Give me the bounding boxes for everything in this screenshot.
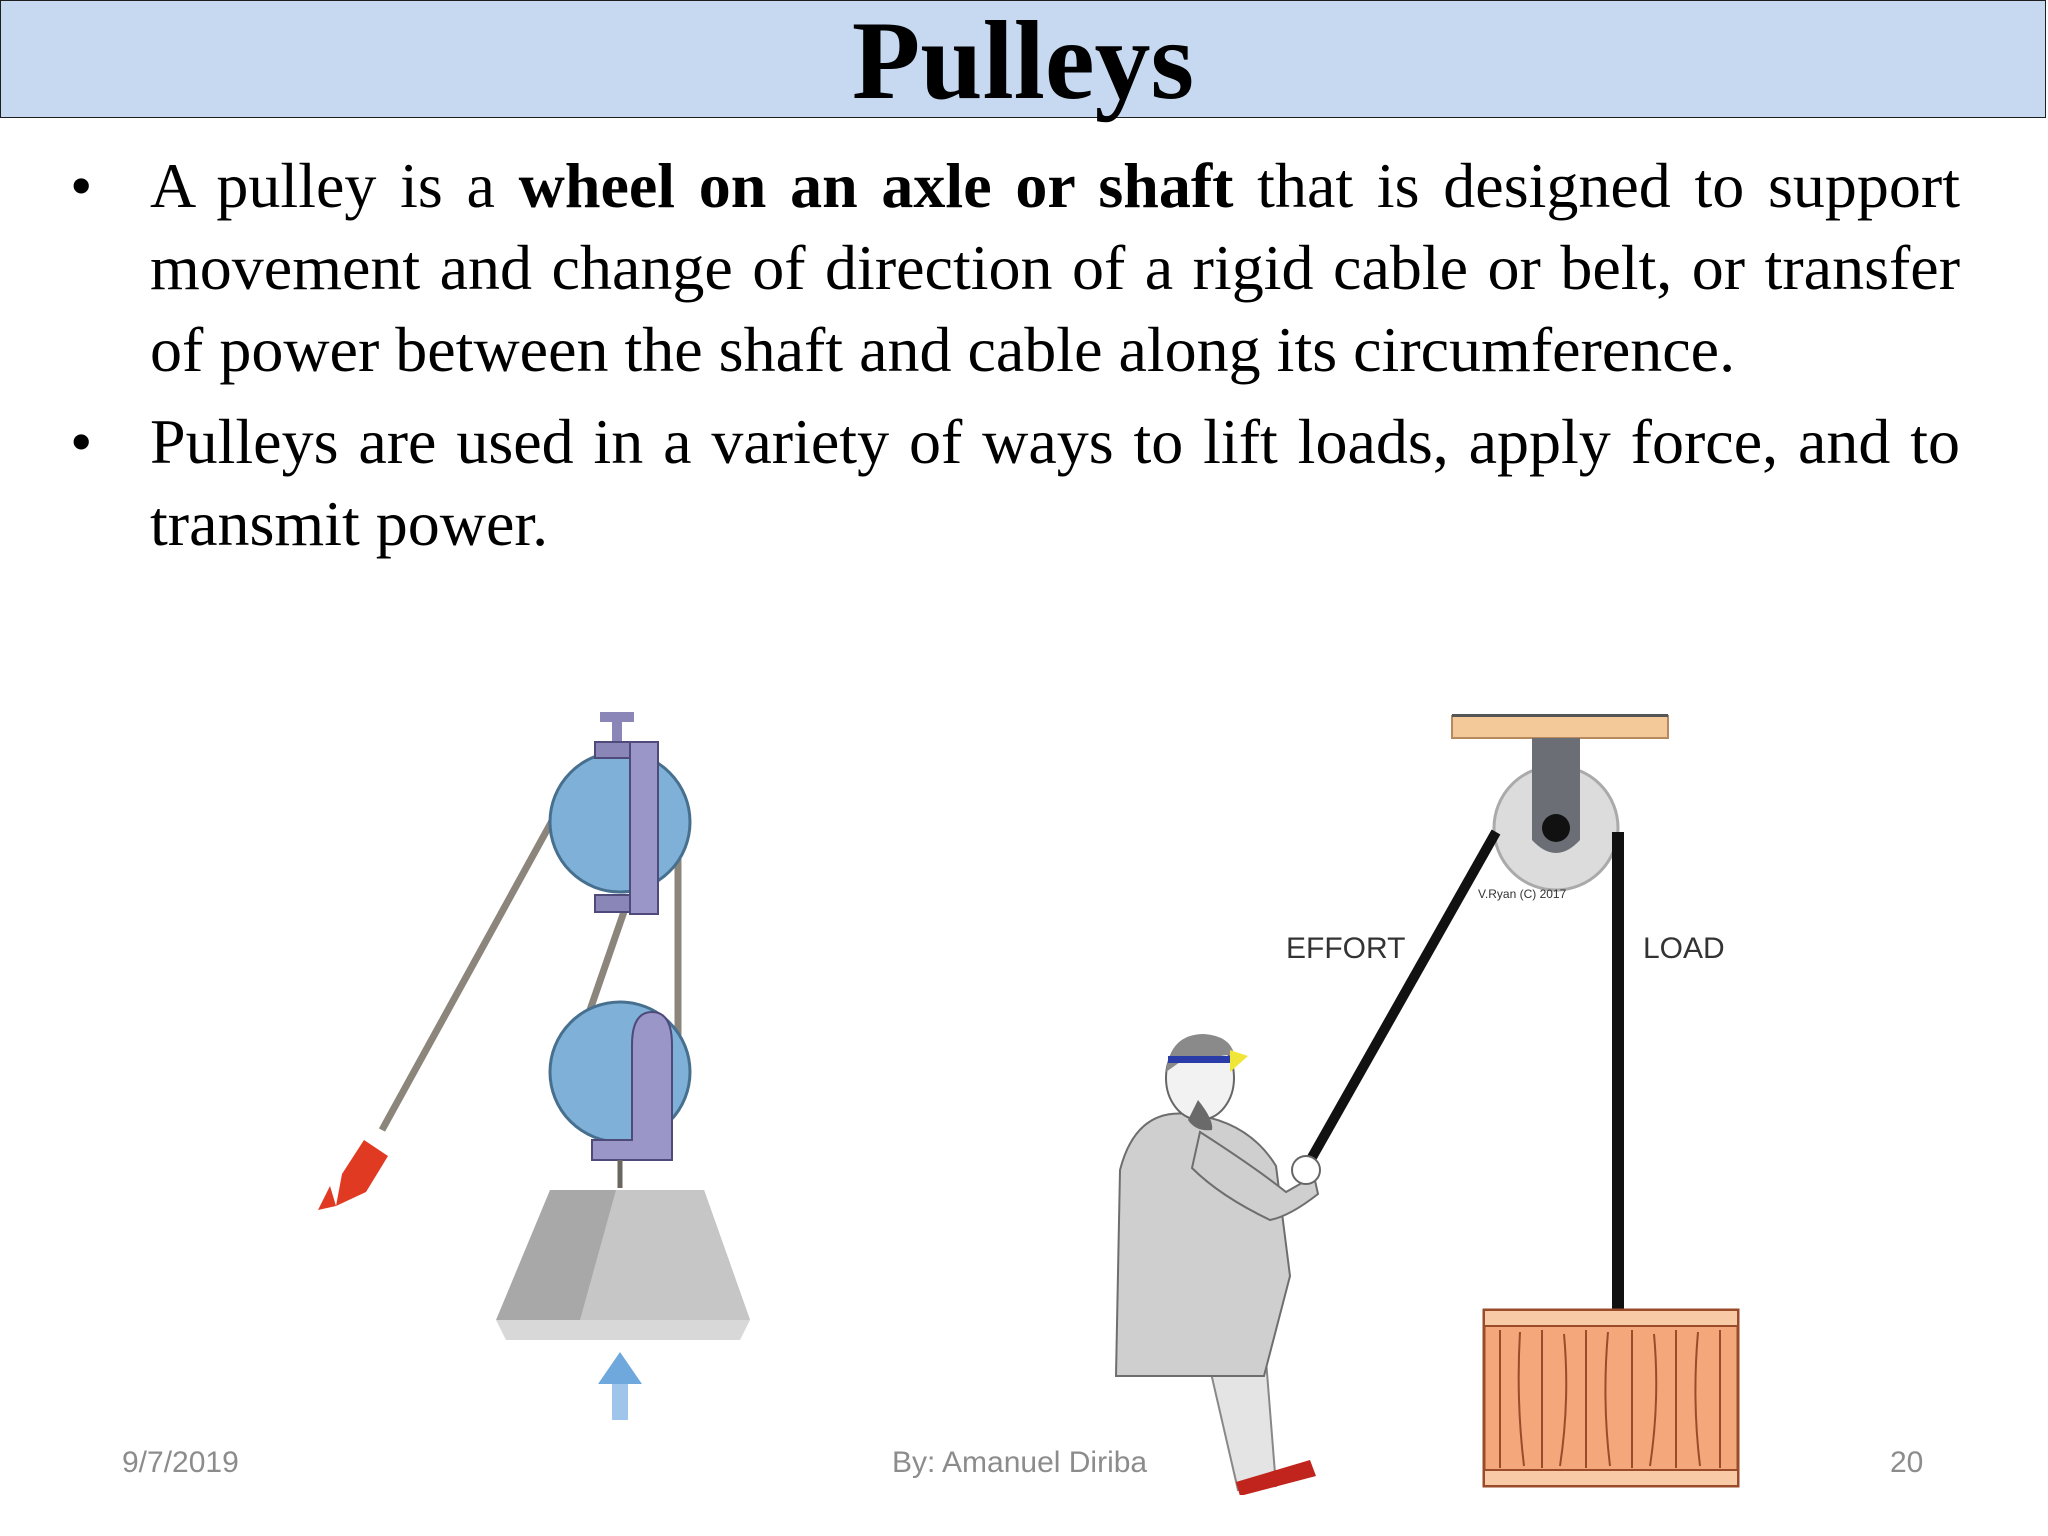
bullet-1-text-start: A pulley is a xyxy=(150,150,519,221)
bullet-item-2: • Pulleys are used in a variety of ways … xyxy=(60,401,1960,565)
man-hand xyxy=(1291,1155,1321,1185)
weight-block-side xyxy=(580,1190,750,1320)
title-bar: Pulleys xyxy=(0,0,2046,123)
bullet-icon: • xyxy=(70,150,93,221)
bullet-list: • A pulley is a wheel on an axle or shaf… xyxy=(60,145,1960,575)
compound-pulley-illustration xyxy=(318,712,750,1420)
man-shoe xyxy=(1236,1460,1316,1495)
footer-date: 9/7/2019 xyxy=(122,1446,239,1479)
man-beard xyxy=(1188,1100,1213,1131)
effort-rope xyxy=(1301,829,1501,1171)
hook-top xyxy=(600,712,634,722)
load-crate xyxy=(1482,1308,1740,1488)
effort-arrow-icon xyxy=(318,1140,388,1210)
bullet-icon: • xyxy=(70,406,93,477)
top-pulley-wheel xyxy=(548,750,692,894)
effort-label: EFFORT xyxy=(1286,932,1405,965)
man-headband xyxy=(1168,1056,1232,1063)
hook-stem xyxy=(612,720,622,744)
bullet-2-text: Pulleys are used in a variety of ways to… xyxy=(150,406,1960,559)
slide-title: Pulleys xyxy=(851,0,1195,123)
bullet-item-1: • A pulley is a wheel on an axle or shaf… xyxy=(60,145,1960,391)
man-hair xyxy=(1166,1034,1234,1072)
bullet-1-bold-text: wheel on an axle or shaft xyxy=(518,150,1234,221)
footer-author: By: Amanuel Diriba xyxy=(892,1446,1148,1479)
footer-page-number: 20 xyxy=(1890,1446,1924,1479)
pulley-axle xyxy=(1542,814,1570,842)
weight-block-base xyxy=(496,1320,750,1340)
man-figure xyxy=(1114,1034,1321,1495)
lift-arrow-icon xyxy=(598,1352,642,1420)
beam-top-edge xyxy=(1452,714,1668,717)
rope-pull xyxy=(378,808,562,1132)
top-pulley-plate xyxy=(629,741,659,915)
man-arm xyxy=(1190,1130,1320,1222)
headlamp-icon xyxy=(1230,1050,1248,1072)
ceiling-beam xyxy=(1451,715,1669,739)
credit-label: V.Ryan (C) 2017 xyxy=(1478,887,1567,901)
fixed-pulley-illustration: V.Ryan (C) 2017 EFFORT LOAD xyxy=(1114,714,1740,1495)
load-label: LOAD xyxy=(1643,932,1725,965)
bullet-1-text-end: that is designed to support movement and… xyxy=(150,150,1961,385)
man-legs xyxy=(1206,1359,1278,1492)
bottom-pulley-bracket xyxy=(591,1010,673,1161)
